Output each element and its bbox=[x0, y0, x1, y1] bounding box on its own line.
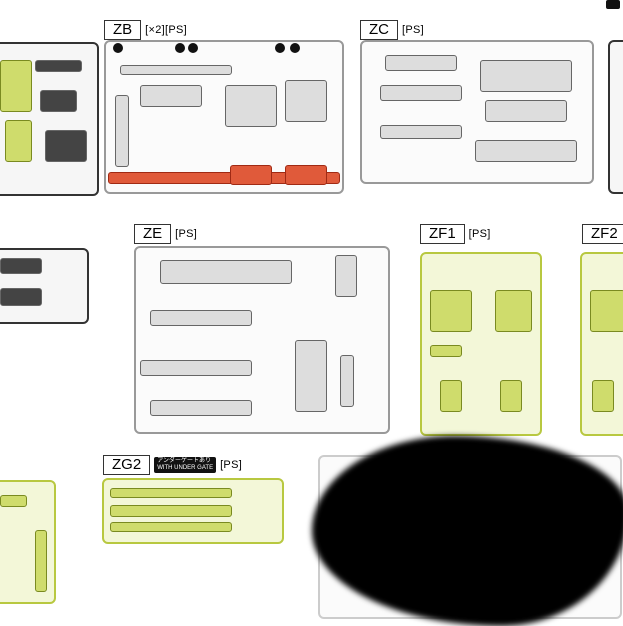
part bbox=[475, 140, 577, 162]
runner-tag: [PS] bbox=[220, 459, 243, 471]
part bbox=[480, 60, 572, 92]
under-gate-en: WITH UNDER GATE bbox=[157, 465, 214, 471]
runner-label-zc: ZC [PS] bbox=[360, 20, 424, 40]
part bbox=[110, 522, 232, 532]
runner-tag: [PS] bbox=[468, 228, 491, 240]
runner-name: ZG2 bbox=[103, 455, 151, 475]
part bbox=[110, 505, 232, 517]
runner-tag: [PS] bbox=[402, 24, 424, 36]
runner-zf1 bbox=[420, 252, 542, 436]
part bbox=[590, 290, 623, 332]
part bbox=[225, 85, 277, 127]
runner-name: ZB bbox=[104, 20, 142, 40]
part bbox=[108, 172, 340, 184]
part bbox=[120, 65, 232, 75]
redaction-blot bbox=[312, 436, 623, 626]
part bbox=[0, 60, 32, 112]
under-gate-badge: アンダーゲートあり WITH UNDER GATE bbox=[154, 457, 217, 473]
part bbox=[140, 85, 202, 107]
part bbox=[430, 345, 462, 357]
runner-label-zg2: ZG2 アンダーゲートあり WITH UNDER GATE [PS] bbox=[103, 455, 242, 475]
runner-tag: [PS] bbox=[175, 228, 198, 240]
part bbox=[485, 100, 567, 122]
part bbox=[0, 258, 42, 274]
runner-top-right bbox=[608, 40, 623, 194]
part-number-badge bbox=[175, 43, 185, 53]
part bbox=[440, 380, 462, 412]
runner-name: ZF2 bbox=[582, 224, 623, 244]
runner-label-zb: ZB [×2][PS] bbox=[104, 20, 187, 40]
runner-name: ZE bbox=[134, 224, 172, 244]
runner-name: ZC bbox=[360, 20, 398, 40]
part-number-badge bbox=[275, 43, 285, 53]
part bbox=[335, 255, 357, 297]
part bbox=[380, 125, 462, 139]
runner-label-zf1: ZF1 [PS] bbox=[420, 224, 491, 244]
runner-label-top-right bbox=[606, 0, 620, 9]
part bbox=[230, 165, 272, 185]
under-gate-jp: アンダーゲートあり bbox=[157, 458, 211, 464]
part bbox=[5, 120, 32, 162]
part bbox=[140, 360, 252, 376]
part bbox=[295, 340, 327, 412]
runner-tag: [×2][PS] bbox=[145, 24, 188, 36]
part-number-badge bbox=[113, 43, 123, 53]
part bbox=[115, 95, 129, 167]
part bbox=[0, 495, 27, 507]
part bbox=[385, 55, 457, 71]
part bbox=[495, 290, 532, 332]
part bbox=[150, 310, 252, 326]
part bbox=[45, 130, 87, 162]
part bbox=[285, 165, 327, 185]
under-gate-badge bbox=[606, 0, 620, 9]
part bbox=[0, 288, 42, 306]
part bbox=[160, 260, 292, 284]
part bbox=[150, 400, 252, 416]
part bbox=[380, 85, 462, 101]
runner-name: ZF1 bbox=[420, 224, 465, 244]
part bbox=[500, 380, 522, 412]
part bbox=[40, 90, 77, 112]
part bbox=[110, 488, 232, 498]
part bbox=[35, 530, 47, 592]
part bbox=[592, 380, 614, 412]
part-number-badge bbox=[290, 43, 300, 53]
runner-label-zf2: ZF2 bbox=[582, 224, 623, 244]
runner-label-ze: ZE [PS] bbox=[134, 224, 197, 244]
part bbox=[340, 355, 354, 407]
part-number-badge bbox=[188, 43, 198, 53]
part bbox=[35, 60, 82, 72]
part bbox=[430, 290, 472, 332]
part bbox=[285, 80, 327, 122]
